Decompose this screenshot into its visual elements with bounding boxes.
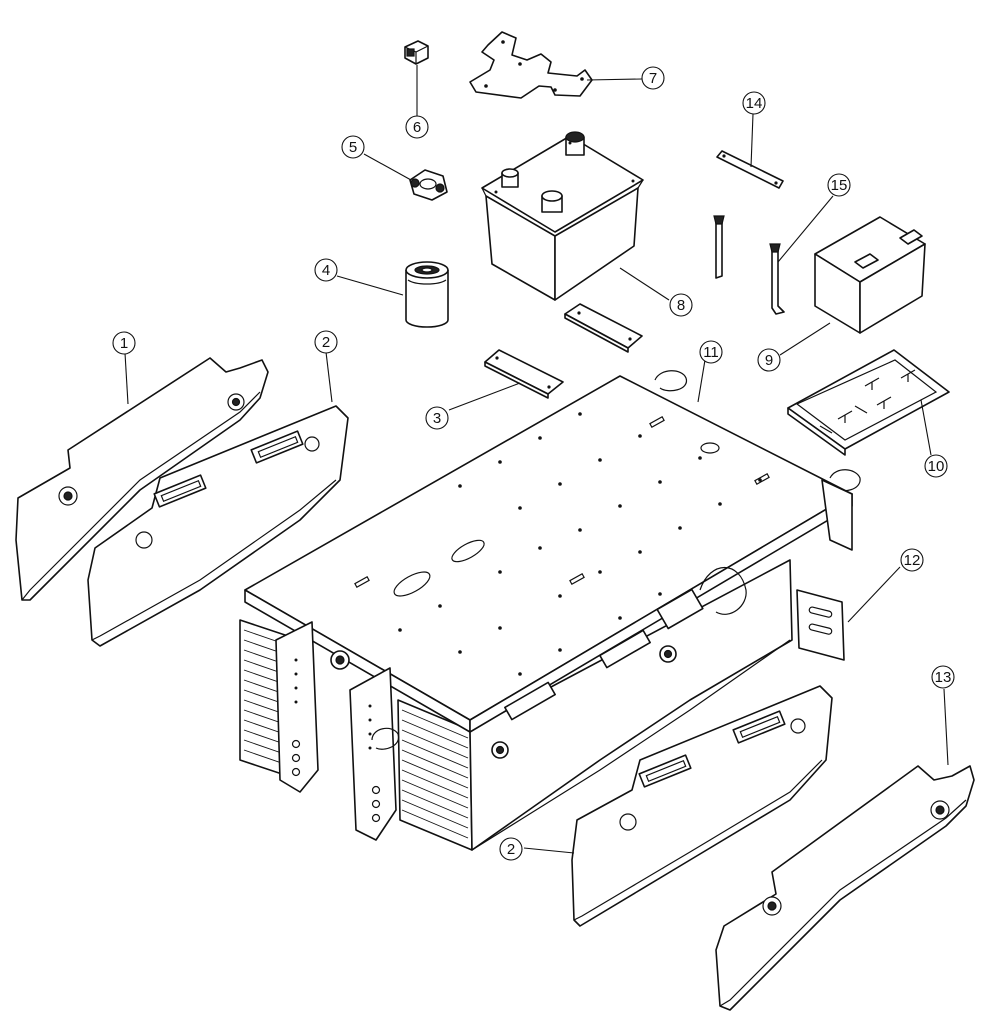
- callout-label: 9: [765, 352, 773, 369]
- callout-label: 10: [928, 458, 945, 475]
- callout-balloon: [757, 348, 781, 372]
- callout-10: 10: [924, 454, 948, 478]
- part-13-side-panel: [715, 765, 975, 1011]
- callout-label: 5: [349, 139, 357, 156]
- radiator-fins: [243, 629, 469, 839]
- mounting-hole-grid: [398, 412, 762, 676]
- callout-label: 4: [322, 262, 330, 279]
- callout-balloon: [425, 406, 449, 430]
- callout-balloon: [827, 173, 851, 197]
- callout-label: 2: [322, 334, 330, 351]
- part-8-mount-plate: [564, 303, 643, 353]
- callout-balloon: [699, 340, 723, 364]
- callout-layer: [124, 65, 949, 854]
- callout-3: 3: [425, 406, 449, 430]
- callout-13: 13: [931, 665, 955, 689]
- part-4-filter: [405, 261, 449, 328]
- callout-balloon: [341, 135, 365, 159]
- callout-label: 11: [703, 344, 719, 361]
- callout-label: 7: [649, 70, 657, 87]
- part-3-plate: [484, 349, 564, 399]
- callout-15: 15: [827, 173, 851, 197]
- callout-2: 2: [314, 330, 338, 354]
- part-11-main-frame: [239, 370, 861, 851]
- callout-label: 13: [935, 669, 952, 686]
- callout-balloon: [314, 258, 338, 282]
- part-8-tank: [481, 131, 644, 301]
- callout-2: 2: [499, 837, 523, 861]
- callout-11: 11: [699, 340, 723, 364]
- callout-balloon: [931, 665, 955, 689]
- callout-balloon: [405, 115, 429, 139]
- part-9-battery: [814, 216, 926, 334]
- callout-label: 12: [904, 552, 921, 569]
- part-5-coupling: [409, 169, 448, 201]
- callout-balloon: [742, 91, 766, 115]
- callout-balloon: [669, 293, 693, 317]
- bracket-holes: [291, 658, 381, 823]
- part-15-hold-down-rods: [713, 215, 785, 315]
- callout-1: 1: [112, 331, 136, 355]
- callout-7: 7: [641, 66, 665, 90]
- part-14-strap: [716, 150, 784, 189]
- callout-6: 6: [405, 115, 429, 139]
- callout-label: 3: [433, 410, 441, 427]
- callout-label: 8: [677, 297, 685, 314]
- callout-label: 1: [120, 335, 128, 352]
- callout-label: 6: [413, 119, 421, 136]
- part-2-side-panel-left: [87, 405, 349, 647]
- callout-12: 12: [900, 548, 924, 572]
- callout-balloon: [641, 66, 665, 90]
- callout-balloon: [924, 454, 948, 478]
- callout-5: 5: [341, 135, 365, 159]
- callout-label: 15: [831, 177, 848, 194]
- part-2-side-panel-right: [571, 685, 833, 927]
- part-7-bracket: [469, 31, 593, 99]
- part-10-battery-tray: [787, 349, 950, 456]
- part-12-slotted-bracket: [796, 589, 845, 661]
- callout-8: 8: [669, 293, 693, 317]
- callout-balloon: [112, 331, 136, 355]
- part-1-side-panel: [15, 357, 269, 601]
- callout-4: 4: [314, 258, 338, 282]
- callout-9: 9: [757, 348, 781, 372]
- callout-14: 14: [742, 91, 766, 115]
- callout-balloon: [499, 837, 523, 861]
- callout-label: 2: [507, 841, 515, 858]
- part-6-switch: [404, 40, 429, 65]
- callout-balloon: [314, 330, 338, 354]
- callout-balloon: [900, 548, 924, 572]
- callout-label: 14: [746, 95, 763, 112]
